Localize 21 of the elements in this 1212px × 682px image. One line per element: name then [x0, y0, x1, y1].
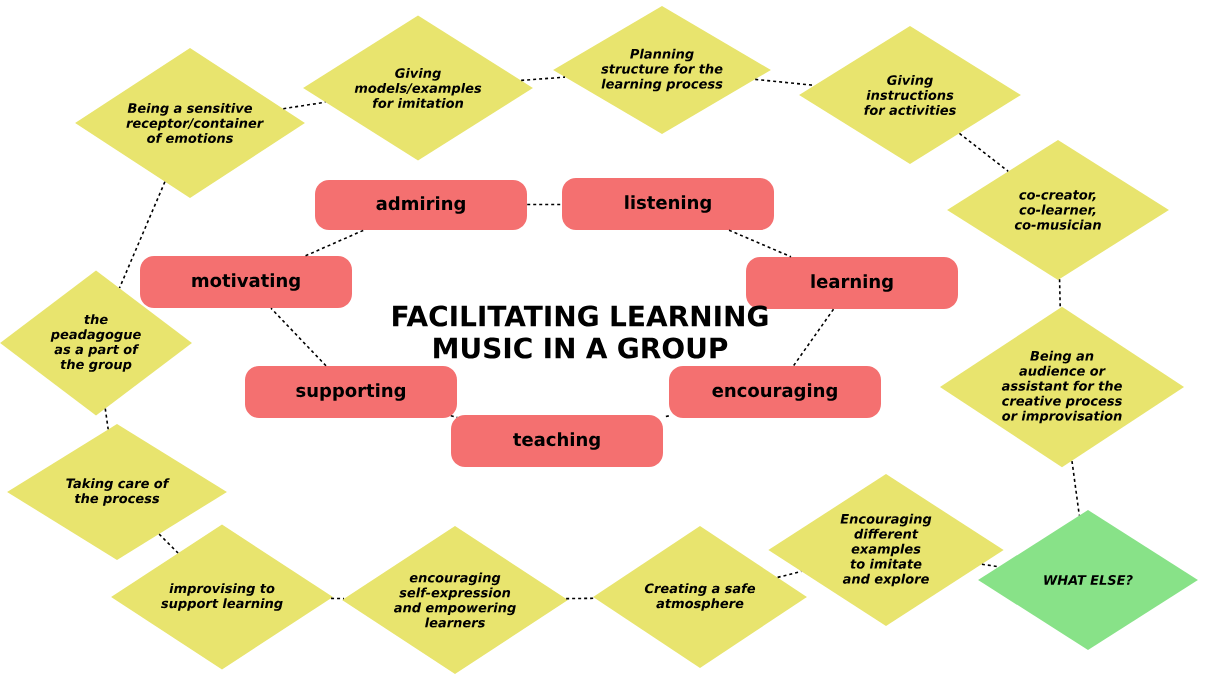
pill-box: teaching	[451, 415, 663, 467]
dashed-line	[158, 533, 179, 554]
dashed-line	[304, 229, 365, 257]
dashed-line	[1071, 460, 1081, 517]
pill-box: motivating	[140, 256, 352, 308]
dashed-line	[565, 597, 596, 600]
dashed-line	[330, 597, 345, 600]
dashed-line	[520, 76, 566, 82]
dashed-line	[981, 563, 1000, 568]
dashed-line	[728, 229, 792, 258]
dashed-line	[270, 307, 327, 367]
pill-box: supporting	[245, 366, 457, 418]
pill-box: admiring	[315, 180, 527, 230]
dashed-line	[118, 181, 166, 289]
pill-box: listening	[562, 178, 774, 230]
pill-box: encouraging	[669, 366, 881, 418]
dashed-line	[792, 308, 835, 367]
dashed-line	[104, 407, 109, 431]
dashed-line	[1058, 278, 1061, 309]
dashed-line	[526, 203, 563, 206]
dashed-line	[958, 132, 1009, 173]
